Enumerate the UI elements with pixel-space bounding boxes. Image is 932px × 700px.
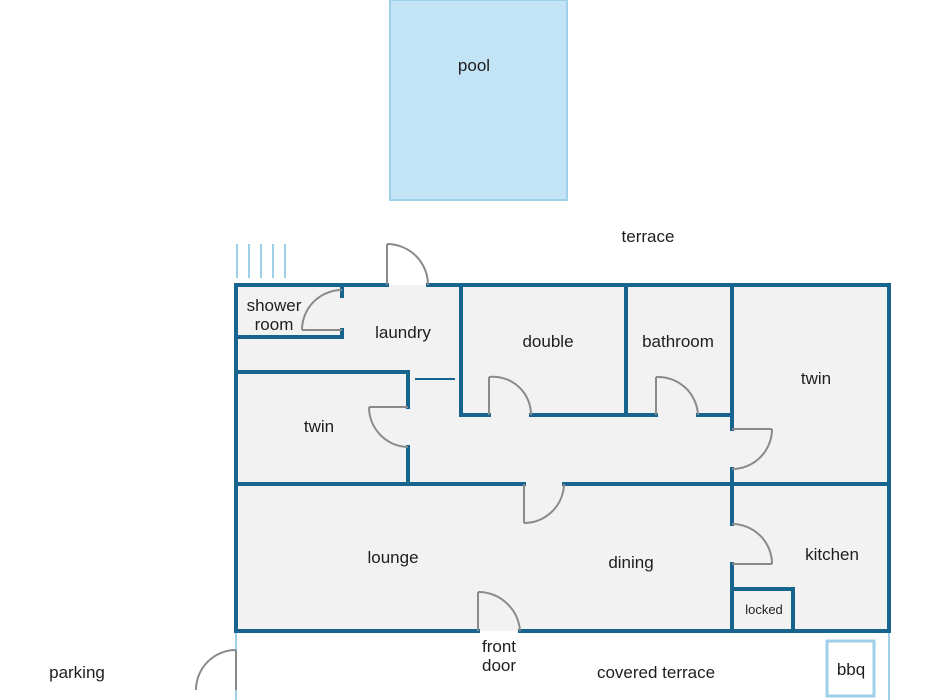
bathroom-label: bathroom [642,332,714,351]
laundry-label: laundry [375,323,431,342]
outdoor-steps [236,244,286,278]
double-room-door [488,375,533,416]
house-floor [236,285,889,631]
bbq-label: bbq [837,660,865,679]
bathroom-door [655,375,699,416]
shower-room-label-line2: room [255,315,294,334]
walls [234,283,891,633]
parking-door [195,649,237,691]
labels: pool terrace shower room laundry double … [49,56,865,682]
parking-label: parking [49,663,105,682]
dining-label: dining [608,553,653,572]
covered-terrace-outline [235,631,890,700]
bbq-box [825,639,876,698]
twin-right-door [731,428,773,470]
lounge-label: lounge [367,548,418,567]
twin-left-door [368,406,409,448]
shower-door [301,289,343,331]
front-door-label-line2: door [482,656,516,675]
kitchen-door [731,523,773,565]
pool-area [389,0,568,201]
hall-lounge-door [523,483,565,524]
twin-left-label: twin [304,417,334,436]
shower-room-label-line1: shower [247,296,302,315]
terrace-label: terrace [622,227,675,246]
front-door-label-line1: front [482,637,516,656]
locked-label: locked [745,602,783,617]
covered-terrace-label: covered terrace [597,663,715,682]
front-door [477,590,521,632]
twin-right-label: twin [801,369,831,388]
doors [195,243,773,691]
double-room-label: double [522,332,573,351]
laundry-exterior-door [386,243,429,286]
kitchen-label: kitchen [805,545,859,564]
pool-label: pool [458,56,490,75]
